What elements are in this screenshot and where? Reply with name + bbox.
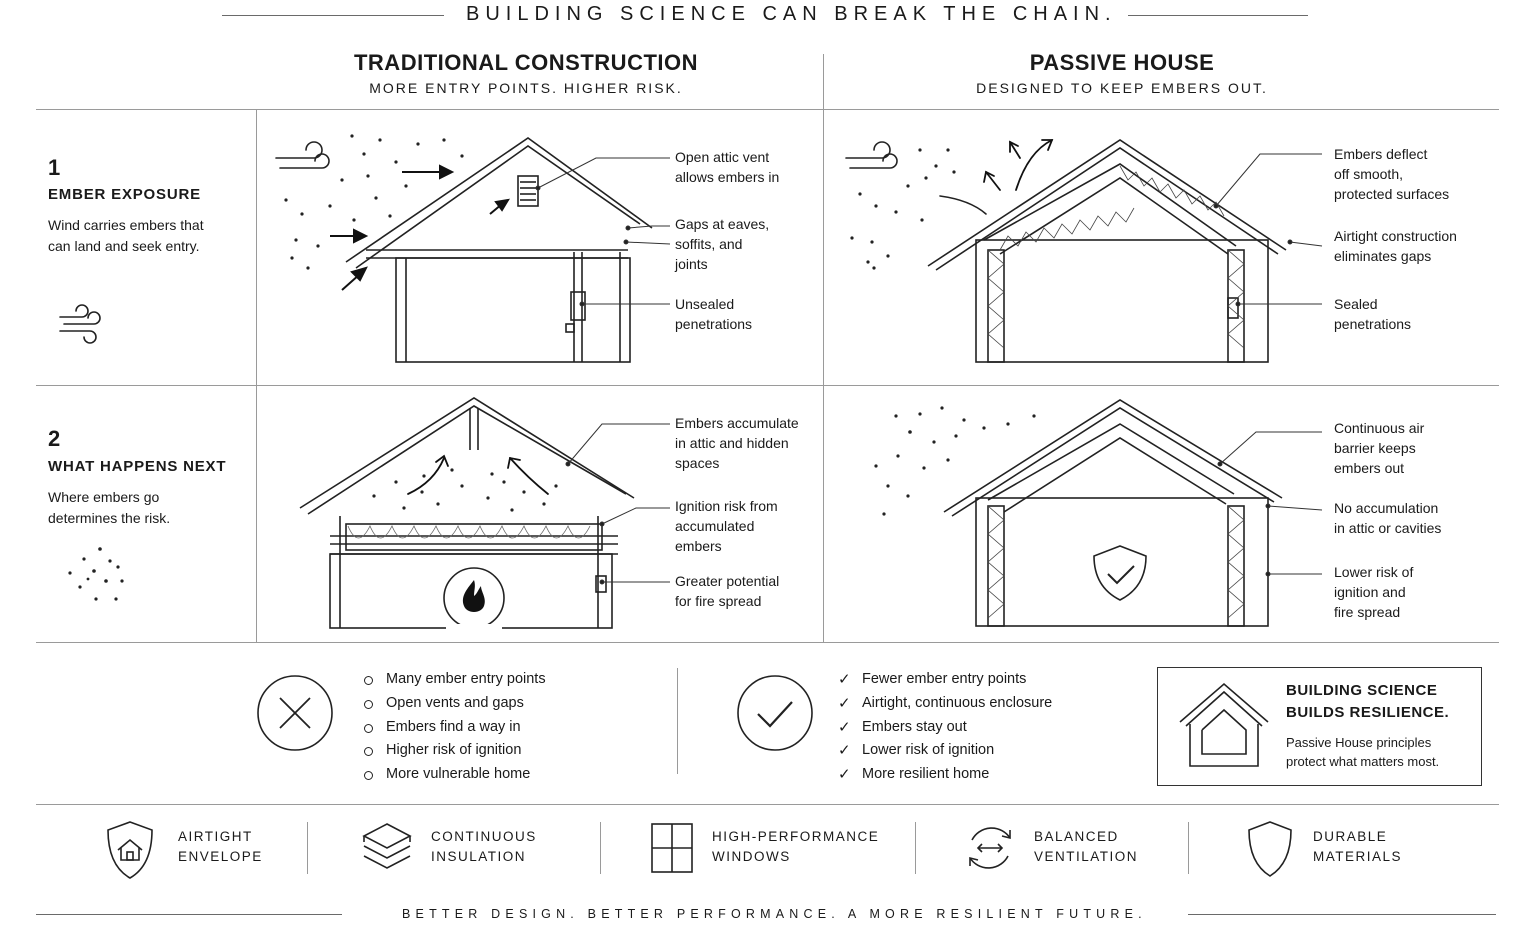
step-1-description: Wind carries embers that can land and se… <box>48 217 204 254</box>
traditional-title: TRADITIONAL CONSTRUCTION <box>353 50 699 75</box>
feature-divider <box>915 822 916 874</box>
feature-airtight-envelope: AIRTIGHT ENVELOPE <box>178 829 263 864</box>
callout-embers-accumulate: Embers accumulate in attic and hidden sp… <box>675 415 799 471</box>
house-icon <box>1179 682 1269 767</box>
footer-rule-right <box>1188 914 1496 915</box>
callout-airtight-construction: Airtight construction eliminates gaps <box>1334 228 1457 264</box>
feature-divider <box>307 822 308 874</box>
grid-rule-middle <box>36 385 1499 386</box>
footer-rule-left <box>36 914 342 915</box>
callout-sealed-penetrations: Sealed penetrations <box>1334 296 1412 332</box>
step-2-title: WHAT HAPPENS NEXT <box>48 458 227 475</box>
callout-no-accumulation: No accumulation in attic or cavities <box>1334 500 1442 536</box>
feature-durable-materials: DURABLE MATERIALS <box>1313 829 1403 864</box>
grid-rule-top <box>36 109 1499 110</box>
wind-icon <box>59 304 101 344</box>
layers-icon <box>362 823 412 869</box>
step-2-number: 2 <box>48 426 61 451</box>
list-item: More vulnerable home <box>362 763 546 787</box>
check-circle-icon <box>737 675 813 751</box>
step-1-title: EMBER EXPOSURE <box>48 186 201 203</box>
shield-house-icon <box>107 821 153 879</box>
features-rule <box>36 804 1499 805</box>
callout-embers-deflect: Embers deflect off smooth, protected sur… <box>1334 146 1450 202</box>
list-item: Fewer ember entry points <box>838 668 1052 692</box>
passive-subtitle: DESIGNED TO KEEP EMBERS OUT. <box>976 80 1268 96</box>
callout-unsealed-penetrations: Unsealed penetrations <box>675 296 753 332</box>
resilience-title: BUILDING SCIENCE BUILDS RESILIENCE. <box>1286 682 1450 721</box>
callout-gaps-eaves: Gaps at eaves, soffits, and joints <box>675 216 770 272</box>
ventilation-icon <box>969 827 1011 869</box>
callout-continuous-air-barrier: Continuous air barrier keeps embers out <box>1334 420 1425 476</box>
traditional-subtitle: MORE ENTRY POINTS. HIGHER RISK. <box>369 80 683 96</box>
passive-title: PASSIVE HOUSE <box>1029 50 1215 75</box>
passive-house-exposure <box>845 139 1323 363</box>
list-item: Embers find a way in <box>362 716 546 740</box>
list-item: Embers stay out <box>838 716 1052 740</box>
passive-summary-list: Fewer ember entry points Airtight, conti… <box>838 668 1052 787</box>
callout-ignition-risk: Ignition risk from accumulated embers <box>675 498 778 554</box>
resilience-text: Passive House principles protect what ma… <box>1286 735 1440 769</box>
traditional-house-exposure <box>275 134 671 363</box>
resilience-box: BUILDING SCIENCE BUILDS RESILIENCE. Pass… <box>1157 667 1482 786</box>
list-item: Airtight, continuous enclosure <box>838 692 1052 716</box>
feature-high-performance-windows: HIGH-PERFORMANCE WINDOWS <box>712 829 880 864</box>
list-item: Open vents and gaps <box>362 692 546 716</box>
traditional-summary-list: Many ember entry points Open vents and g… <box>362 668 546 787</box>
step-2-description: Where embers go determines the risk. <box>48 489 171 526</box>
list-item: Higher risk of ignition <box>362 739 546 763</box>
callout-lower-risk: Lower risk of ignition and fire spread <box>1334 564 1414 620</box>
shield-icon <box>1248 821 1292 877</box>
passive-house-next <box>874 399 1323 627</box>
banner-rule-left <box>222 15 444 16</box>
callout-fire-spread: Greater potential for fire spread <box>675 573 780 609</box>
traditional-house-next <box>299 397 670 632</box>
banner-title: BUILDING SCIENCE CAN BREAK THE CHAIN. <box>466 3 1117 25</box>
summary-divider <box>677 668 678 774</box>
feature-balanced-ventilation: BALANCED VENTILATION <box>1034 829 1139 864</box>
step-column-divider <box>256 109 257 642</box>
feature-continuous-insulation: CONTINUOUS INSULATION <box>431 829 537 864</box>
step-1-number: 1 <box>48 155 61 180</box>
embers-icon <box>68 547 124 601</box>
feature-divider <box>600 822 601 874</box>
callout-open-attic-vent: Open attic vent allows embers in <box>675 149 780 185</box>
feature-divider <box>1188 822 1189 874</box>
grid-rule-bottom <box>36 642 1499 643</box>
list-item: Many ember entry points <box>362 668 546 692</box>
x-circle-icon <box>257 675 333 751</box>
column-divider <box>823 54 824 642</box>
footer-tagline: BETTER DESIGN. BETTER PERFORMANCE. A MOR… <box>402 907 1147 921</box>
list-item: More resilient home <box>838 763 1052 787</box>
window-icon <box>651 823 693 873</box>
banner-rule-right <box>1128 15 1308 16</box>
list-item: Lower risk of ignition <box>838 739 1052 763</box>
